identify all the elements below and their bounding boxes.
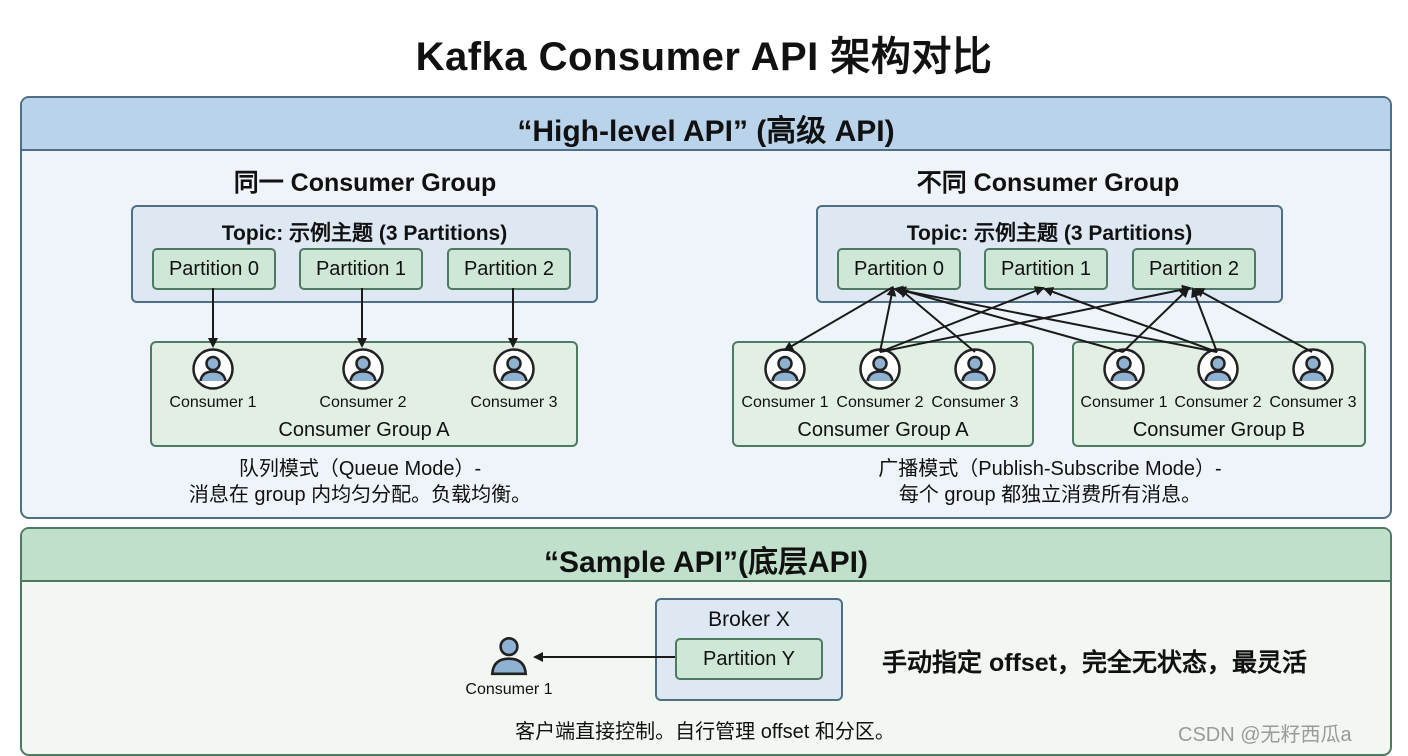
group-a-consumer-3: Consumer 3 (920, 347, 1030, 412)
diff-group-a-label: Consumer Group A (797, 419, 969, 441)
diff-group-topic-label: Topic: 示例主题 (3 Partitions) (906, 222, 1193, 245)
group-b-consumer-3: Consumer 3 (1258, 347, 1368, 412)
user-icon (342, 348, 384, 390)
same-group-description: 队列模式（Queue Mode）- 消息在 group 内均匀分配。负载均衡。 (140, 456, 580, 508)
sample-partition: Partition Y (675, 638, 823, 680)
same-group-heading: 同一 Consumer Group (233, 169, 497, 197)
sample-api-header-band: “Sample API”(底层API) (22, 529, 1390, 582)
consumer-label: Consumer 3 (470, 394, 558, 411)
user-icon (1103, 348, 1145, 390)
same-group-partition-0: Partition 0 (152, 248, 276, 290)
group-a-consumer-1: Consumer 1 (730, 347, 840, 412)
high-level-header: “High-level API” (高级 API) (517, 115, 895, 148)
user-icon (859, 348, 901, 390)
broker-label: Broker X (708, 608, 790, 631)
same-group-group-label: Consumer Group A (278, 419, 450, 441)
consumer-label: Consumer 2 (836, 394, 924, 411)
consumer-label: Consumer 1 (741, 394, 829, 411)
sample-consumer: Consumer 1 (454, 632, 564, 699)
page-title: Kafka Consumer API 架构对比 (415, 35, 993, 79)
user-icon (490, 636, 528, 676)
user-icon (954, 348, 996, 390)
consumer-label: Consumer 2 (1174, 394, 1262, 411)
consumer-label: Consumer 1 (169, 394, 257, 411)
diff-group-partition-0: Partition 0 (837, 248, 961, 290)
diff-group-heading: 不同 Consumer Group (916, 169, 1180, 197)
same-group-partition-1: Partition 1 (299, 248, 423, 290)
same-group-consumer-2: Consumer 2 (308, 347, 418, 412)
sample-note: 手动指定 offset，完全无状态，最灵活 (882, 649, 1308, 677)
same-group-topic-label: Topic: 示例主题 (3 Partitions) (221, 222, 508, 245)
watermark: CSDN @无籽西瓜a (1178, 724, 1352, 746)
diff-group-description: 广播模式（Publish-Subscribe Mode）- 每个 group 都… (800, 456, 1300, 508)
consumer-label: Consumer 1 (465, 681, 553, 698)
diff-group-desc-line2: 每个 group 都独立消费所有消息。 (898, 484, 1202, 506)
sample-api-header: “Sample API”(底层API) (544, 546, 868, 579)
user-icon (764, 348, 806, 390)
user-icon (192, 348, 234, 390)
diff-group-partition-2: Partition 2 (1132, 248, 1256, 290)
diff-group-desc-line1: 广播模式（Publish-Subscribe Mode）- (878, 458, 1222, 480)
consumer-label: Consumer 1 (1080, 394, 1168, 411)
user-icon (1197, 348, 1239, 390)
same-group-desc-line2: 消息在 group 内均匀分配。负载均衡。 (188, 484, 532, 506)
user-icon (1292, 348, 1334, 390)
group-a-consumer-2: Consumer 2 (825, 347, 935, 412)
group-b-consumer-2: Consumer 2 (1163, 347, 1273, 412)
sample-description: 客户端直接控制。自行管理 offset 和分区。 (515, 721, 895, 743)
high-level-header-band: “High-level API” (高级 API) (22, 98, 1390, 151)
user-icon (493, 348, 535, 390)
consumer-label: Consumer 3 (931, 394, 1019, 411)
consumer-label: Consumer 3 (1269, 394, 1357, 411)
same-group-desc-line1: 队列模式（Queue Mode）- (238, 458, 482, 480)
diff-group-b-label: Consumer Group B (1132, 419, 1306, 441)
consumer-label: Consumer 2 (319, 394, 407, 411)
diff-group-partition-1: Partition 1 (984, 248, 1108, 290)
same-group-consumer-3: Consumer 3 (459, 347, 569, 412)
same-group-consumer-1: Consumer 1 (158, 347, 268, 412)
same-group-partition-2: Partition 2 (447, 248, 571, 290)
